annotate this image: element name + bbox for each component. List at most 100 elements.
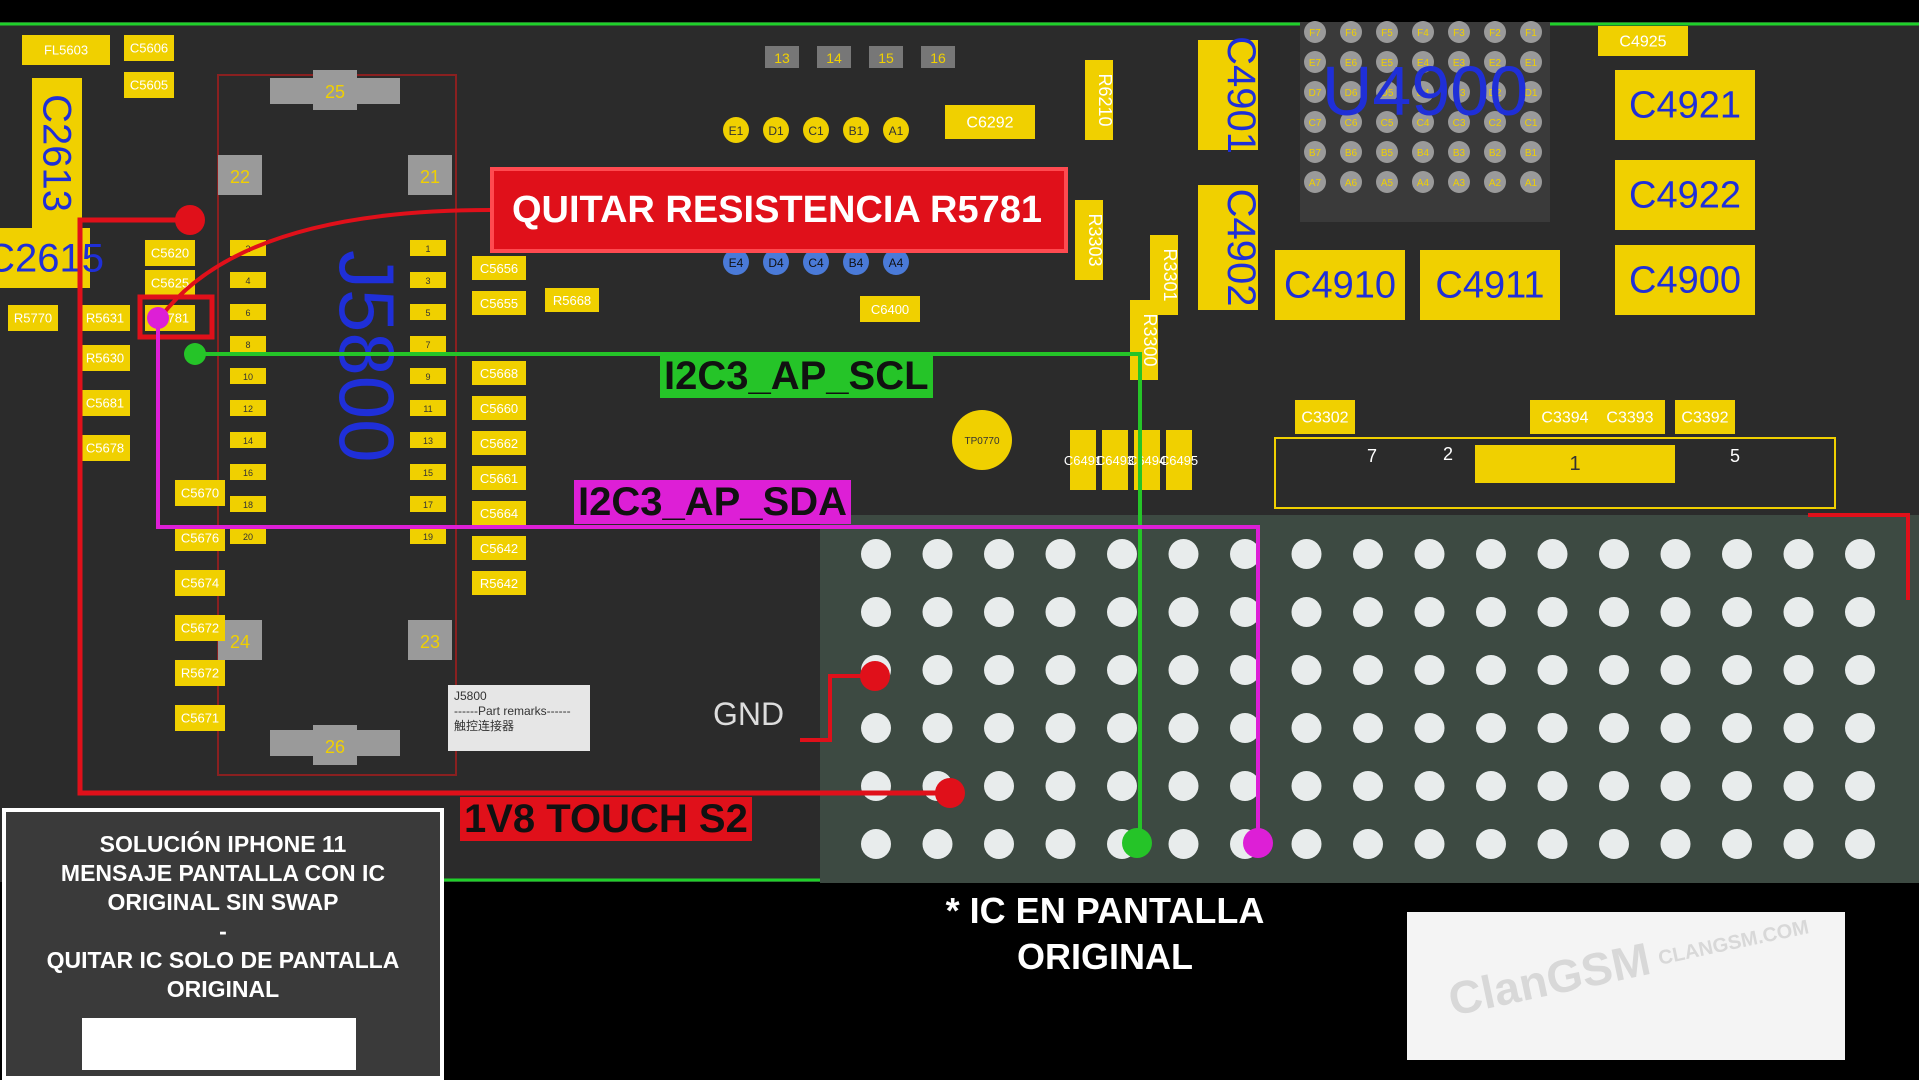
small-ball-label: B4 (849, 256, 864, 270)
bga-ball (1230, 655, 1260, 685)
bga-ball (1476, 655, 1506, 685)
capacitor-pad (945, 105, 1035, 139)
ic-caption-line-1: * IC EN PANTALLA (945, 890, 1265, 931)
connector-pad (410, 400, 446, 416)
left-part-label: R5770 (14, 310, 52, 325)
u4900-ball (1304, 81, 1326, 103)
u4900-ball-label: A5 (1381, 178, 1394, 189)
small-ball (843, 117, 869, 143)
top-pad-number: 15 (878, 50, 894, 66)
left-part-label: FL5603 (44, 42, 88, 57)
pad-group-number: 2 (1443, 444, 1453, 464)
u4900-ball (1340, 81, 1362, 103)
bga-ball (1353, 597, 1383, 627)
bga-ball (1722, 597, 1752, 627)
bga-ball (1660, 655, 1691, 685)
power-node (175, 205, 205, 235)
mid-part-label: C6493 (1096, 453, 1134, 468)
u4900-ball (1376, 141, 1398, 163)
mid-part-label: C6494 (1128, 453, 1166, 468)
bga-ball (1845, 829, 1875, 859)
connector-pad (410, 464, 446, 480)
u4900-ball-label: B2 (1489, 148, 1502, 159)
small-ball-label: E4 (729, 256, 744, 270)
u4900-ball (1340, 171, 1362, 193)
bga-ball (922, 539, 953, 569)
touch-power-label: 1V8 TOUCH S2 (460, 797, 752, 841)
u4900-ball-label: D6 (1345, 88, 1358, 99)
u4900-ball (1376, 81, 1398, 103)
mid-part-pad (472, 536, 526, 560)
bga-ball (984, 597, 1014, 627)
part-remarks-line: ------Part remarks------ (454, 704, 571, 718)
capacitor-pad (1198, 185, 1258, 310)
mid-part-pad (472, 466, 526, 490)
i2c-scl-label: I2C3_AP_SCL (660, 354, 933, 398)
left-part-label: C5620 (151, 245, 189, 260)
resistor-label: R3300 (1140, 313, 1160, 366)
connector-pad-number: 8 (245, 340, 250, 350)
remove-resistor-callout: QUITAR RESISTENCIA R5781 (490, 167, 1068, 253)
mid-part-pad (1166, 430, 1192, 490)
solution-info-box: SOLUCIÓN IPHONE 11 MENSAJE PANTALLA CON … (2, 808, 444, 1080)
small-ball (723, 117, 749, 143)
top-pad-number: 16 (930, 50, 946, 66)
bga-ball (922, 713, 953, 743)
top-pad (921, 46, 955, 68)
capacitor-label: C4901 (1219, 36, 1263, 154)
sda-trace (156, 318, 1260, 843)
left-part-pad (175, 570, 225, 596)
ic-caption-line-2: ORIGINAL (1017, 936, 1193, 977)
connector-pin-pad (313, 725, 357, 765)
u4900-ball-label: B7 (1309, 148, 1322, 159)
connector-pin-pad (218, 620, 262, 660)
capacitor-pad (1530, 400, 1600, 434)
left-part-pad (175, 615, 225, 641)
u4900-ball (1412, 171, 1434, 193)
connector-pad (410, 496, 446, 512)
pad-group-number: 1 (1569, 453, 1580, 475)
u4900-ball (1520, 141, 1542, 163)
u4900-ball-label: C4 (1417, 118, 1430, 129)
bga-ball (1045, 597, 1076, 627)
connector-pad-number: 3 (425, 276, 430, 286)
u4900-ball-label: E3 (1453, 58, 1466, 69)
small-ball-label: D1 (768, 124, 784, 138)
u4900-ball (1484, 51, 1506, 73)
capacitor-pad (1615, 70, 1755, 140)
i2c-sda-label: I2C3_AP_SDA (574, 480, 852, 524)
connector-pad-number: 18 (243, 500, 253, 510)
capacitor-label: C4922 (1629, 175, 1741, 217)
gnd-label: GND (713, 696, 785, 732)
pad-group-number: 7 (1367, 446, 1377, 466)
connector-pad (230, 528, 266, 544)
u4900-ball (1520, 111, 1542, 133)
bga-ball (1845, 597, 1875, 627)
bga-ball (1476, 539, 1506, 569)
u4900-ball-label: C6 (1345, 118, 1358, 129)
small-ball (883, 249, 909, 275)
bga-ball (1168, 539, 1199, 569)
bga-ball (1537, 713, 1568, 743)
u4900-ball-label: F4 (1417, 28, 1429, 39)
bga-ball (1599, 829, 1629, 859)
small-ball (803, 117, 829, 143)
small-ball-label: C4 (808, 256, 824, 270)
left-part-label: C5605 (130, 77, 168, 92)
info-line: QUITAR IC SOLO DE PANTALLA (46, 947, 400, 973)
gnd-trace (800, 674, 875, 742)
bga-ball (1722, 655, 1752, 685)
scl-node (1122, 828, 1152, 858)
left-part-pad (80, 305, 130, 331)
u4900-ball (1520, 171, 1542, 193)
mid-part-label: C5662 (480, 436, 518, 451)
small-ball-label: C1 (808, 124, 824, 138)
capacitor-label: C4925 (1619, 33, 1666, 50)
small-ball-label: A4 (889, 256, 904, 270)
bga-ball (1291, 713, 1322, 743)
bga-ball (1107, 539, 1137, 569)
mid-part-pad (472, 291, 526, 315)
u4900-ball-label: C2 (1489, 118, 1502, 129)
u4900-ball (1304, 171, 1326, 193)
top-pad (765, 46, 799, 68)
